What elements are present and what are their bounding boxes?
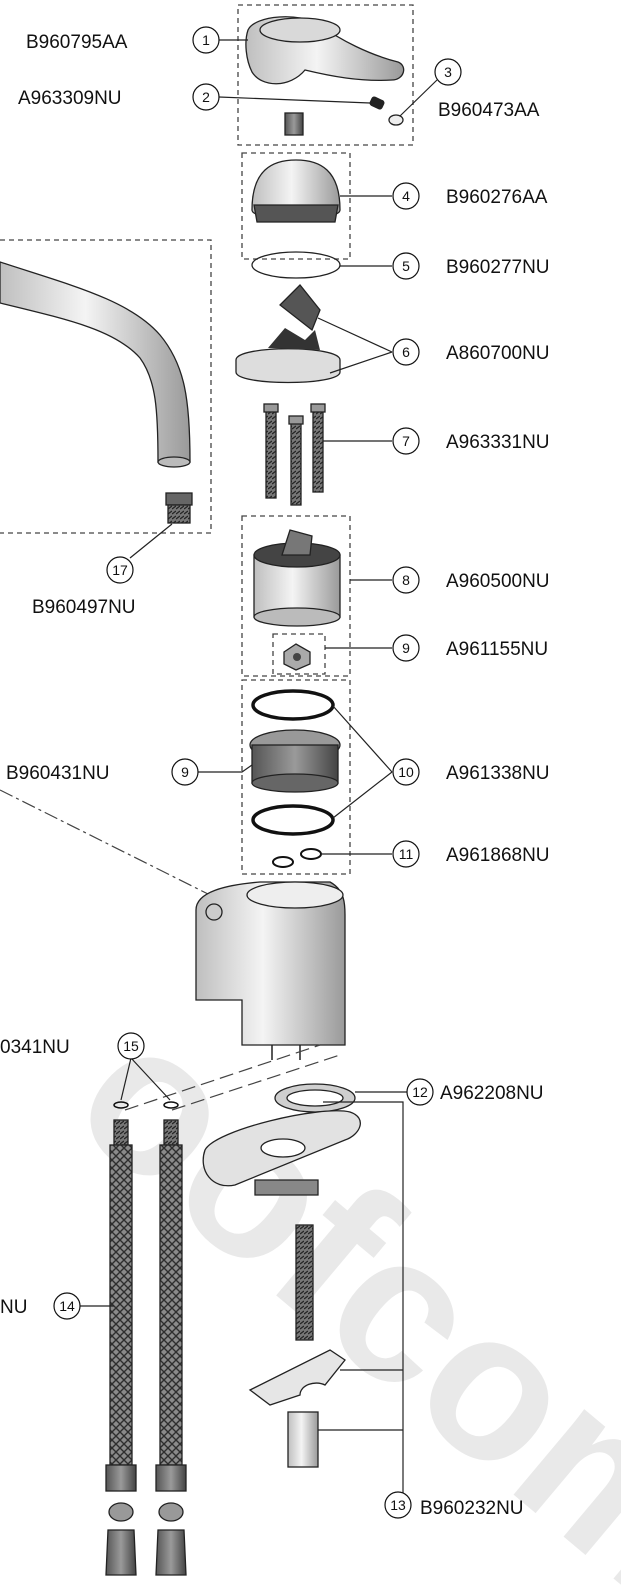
hose-right-part bbox=[155, 1119, 187, 1576]
svg-text:A961155NU: A961155NU bbox=[446, 639, 548, 660]
callout-9b: B960431NU 9 bbox=[6, 758, 199, 786]
svg-text:9: 9 bbox=[402, 640, 410, 656]
hose-ring-right-part bbox=[163, 1101, 179, 1109]
svg-text:3: 3 bbox=[444, 64, 452, 80]
svg-text:8: 8 bbox=[402, 572, 410, 588]
horseshoe-washer-part bbox=[248, 1349, 346, 1406]
svg-text:NU: NU bbox=[0, 1297, 27, 1318]
adapter-part bbox=[284, 112, 304, 136]
leader-6 bbox=[317, 317, 393, 374]
aerator-part bbox=[165, 492, 193, 524]
mounting-plate-part bbox=[202, 1110, 361, 1196]
svg-text:15: 15 bbox=[123, 1038, 139, 1054]
oring-upper-part bbox=[251, 689, 335, 721]
svg-text:A860700NU: A860700NU bbox=[446, 343, 550, 364]
svg-text:B960232NU: B960232NU bbox=[420, 1498, 524, 1519]
svg-text:A963331NU: A963331NU bbox=[446, 432, 550, 453]
small-nut-part bbox=[283, 643, 311, 671]
dome-cap-part bbox=[251, 159, 341, 223]
hose-guide-lines bbox=[124, 1044, 341, 1111]
svg-text:9: 9 bbox=[181, 764, 189, 780]
svg-text:4: 4 bbox=[402, 188, 410, 204]
svg-text:B960795AA: B960795AA bbox=[26, 32, 128, 53]
set-screw-part bbox=[369, 96, 385, 110]
tube-ends bbox=[271, 1045, 301, 1060]
threaded-rod-part bbox=[295, 1224, 314, 1341]
oring-lower-part bbox=[251, 804, 335, 836]
callout-4: 4 B960276AA bbox=[392, 182, 548, 210]
svg-text:13: 13 bbox=[390, 1497, 406, 1513]
callout-12: 12 A962208NU bbox=[406, 1078, 544, 1106]
svg-text:A961338NU: A961338NU bbox=[446, 763, 550, 784]
svg-text:A961868NU: A961868NU bbox=[446, 845, 550, 866]
svg-text:0341NU: 0341NU bbox=[0, 1037, 70, 1058]
callout-10: 10 A961338NU bbox=[392, 758, 550, 786]
svg-text:10: 10 bbox=[398, 764, 414, 780]
seal-ring-part bbox=[251, 251, 341, 279]
callout-6: 6 A860700NU bbox=[392, 338, 550, 366]
index-button-part bbox=[388, 114, 404, 126]
small-ring-right-part bbox=[300, 848, 322, 860]
svg-text:7: 7 bbox=[402, 433, 410, 449]
group-box-cap bbox=[241, 152, 351, 260]
svg-text:1: 1 bbox=[202, 32, 210, 48]
svg-text:B960473AA: B960473AA bbox=[438, 100, 540, 121]
leader-17 bbox=[129, 523, 173, 559]
callout-9a: 9 A961155NU bbox=[392, 634, 548, 662]
spout-part bbox=[0, 261, 191, 468]
diverter-part bbox=[249, 729, 341, 793]
callout-8: 8 A960500NU bbox=[392, 566, 550, 594]
hex-nut-part bbox=[287, 1411, 319, 1468]
callout-17: 17 B960497NU bbox=[32, 556, 136, 618]
cartridge-part bbox=[253, 529, 341, 627]
group-box-handle bbox=[237, 4, 414, 146]
svg-text:17: 17 bbox=[112, 562, 128, 578]
leader-9b bbox=[198, 764, 253, 773]
svg-text:2: 2 bbox=[202, 89, 210, 105]
callout-3: 3 B960473AA bbox=[434, 58, 540, 121]
callout-1: B960795AA 1 bbox=[26, 26, 220, 54]
leader-2 bbox=[218, 96, 371, 104]
hose-left-part bbox=[105, 1119, 137, 1576]
callout-5: 5 B960277NU bbox=[392, 252, 550, 280]
group-box-diverter bbox=[241, 679, 351, 875]
gasket-part bbox=[274, 1083, 356, 1113]
svg-text:12: 12 bbox=[412, 1084, 428, 1100]
leader-13 bbox=[318, 1101, 404, 1498]
small-ring-left-part bbox=[272, 856, 294, 868]
svg-text:14: 14 bbox=[59, 1298, 75, 1314]
svg-text:B960497NU: B960497NU bbox=[32, 597, 136, 618]
hose-ring-left-part bbox=[113, 1101, 129, 1109]
svg-text:B960431NU: B960431NU bbox=[6, 763, 110, 784]
leader-10 bbox=[332, 705, 393, 819]
svg-text:A963309NU: A963309NU bbox=[18, 88, 122, 109]
callout-13: 13 B960232NU bbox=[384, 1491, 524, 1519]
faucet-body-part bbox=[195, 881, 346, 1046]
svg-text:B960276AA: B960276AA bbox=[446, 187, 548, 208]
svg-text:5: 5 bbox=[402, 258, 410, 274]
svg-text:6: 6 bbox=[402, 344, 410, 360]
svg-text:A960500NU: A960500NU bbox=[446, 571, 550, 592]
bolts-part bbox=[263, 403, 326, 506]
svg-text:11: 11 bbox=[399, 846, 414, 862]
callout-7: 7 A963331NU bbox=[392, 427, 550, 455]
leader-15 bbox=[120, 1057, 171, 1101]
leader-3 bbox=[399, 79, 438, 117]
callout-15: 0341NU 15 bbox=[0, 1032, 145, 1060]
callout-2: A963309NU 2 bbox=[18, 83, 220, 111]
group-box-nut-9 bbox=[272, 633, 326, 675]
coupling-part bbox=[235, 284, 341, 384]
svg-text:B960277NU: B960277NU bbox=[446, 257, 550, 278]
callout-11: 11 A961868NU bbox=[392, 840, 550, 868]
group-box-cartridge bbox=[241, 515, 351, 677]
svg-text:A962208NU: A962208NU bbox=[440, 1083, 544, 1104]
lever-handle-part bbox=[245, 16, 405, 85]
center-dash-line bbox=[0, 789, 231, 906]
callout-14: NU 14 bbox=[0, 1292, 81, 1320]
